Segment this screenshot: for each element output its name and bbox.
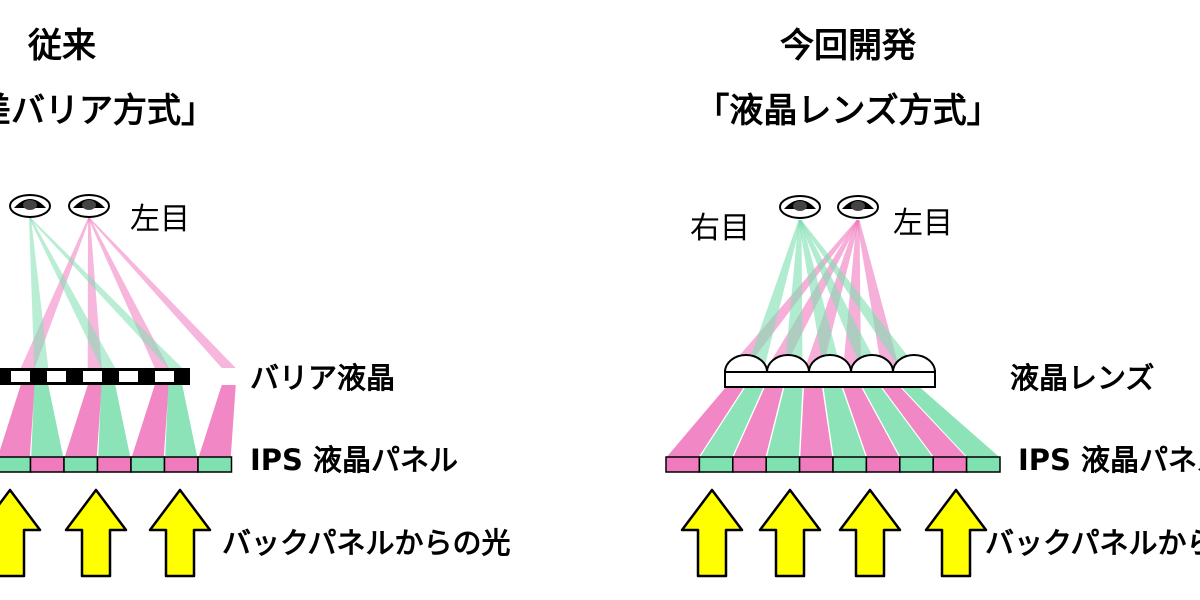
- right-light-label: バックパネルからの光: [985, 526, 1200, 560]
- lens-label: 液晶レンズ: [1010, 361, 1154, 395]
- right-pixel: [932, 456, 968, 473]
- lower-beam: [98, 385, 131, 457]
- lower-beam: [0, 385, 35, 457]
- upper-beam: [29, 218, 183, 368]
- lower-beam: [766, 387, 803, 457]
- upper-beam: [784, 220, 803, 371]
- lens-dome: [807, 354, 853, 373]
- right-pixel: [698, 456, 734, 473]
- upper-beam: [88, 218, 236, 368]
- right-ips-pixel-row: [665, 456, 1001, 473]
- lower-beam: [733, 387, 783, 457]
- right-backlight-arrows: [680, 488, 988, 578]
- right-panel: 今回開発 「液晶レンズ方式」 右目 左目 液晶レンズ IPS 液晶パネル バック…: [665, 26, 1200, 578]
- left-pixel: [29, 456, 65, 473]
- lower-beam: [131, 385, 169, 457]
- right-ips-label: IPS 液晶パネル: [1018, 443, 1200, 477]
- right-pixel: [865, 456, 901, 473]
- barrier-slit: [119, 371, 138, 382]
- left-eye-label: 左目: [130, 202, 190, 237]
- right-eye-label-right: 右目: [690, 211, 750, 246]
- right-pixel: [798, 456, 834, 473]
- backlight-arrow: [680, 488, 744, 578]
- right-title-line1: 今回開発: [780, 26, 917, 66]
- barrier-slit: [83, 371, 102, 382]
- left-pixel: [163, 456, 199, 473]
- upper-beam: [88, 218, 169, 368]
- lower-beam: [901, 387, 1000, 457]
- lower-beam: [862, 387, 933, 457]
- right-eye-label-left: 左目: [893, 206, 953, 241]
- lower-beam: [823, 387, 866, 457]
- upper-beam: [798, 220, 881, 371]
- left-light-beams: [0, 218, 236, 457]
- backlight-arrow: [148, 488, 212, 578]
- lower-beam: [64, 385, 102, 457]
- right-left-eye-icon: [837, 195, 879, 219]
- barrier-slit: [11, 371, 30, 382]
- upper-beam: [29, 218, 116, 368]
- left-ips-label: IPS 液晶パネル: [250, 443, 458, 477]
- right-right-eye-icon: [779, 195, 821, 219]
- right-pixel: [899, 456, 934, 473]
- backlight-arrow: [838, 488, 902, 578]
- lower-beam: [843, 387, 900, 457]
- barrier-liquid-crystal: [0, 368, 190, 385]
- lower-beam: [165, 385, 198, 457]
- lower-beam: [666, 387, 744, 457]
- lens-domes: [723, 354, 937, 373]
- left-pixel: [130, 456, 166, 473]
- lower-beam: [198, 385, 236, 457]
- upper-beam: [745, 220, 802, 371]
- right-pixel: [965, 456, 1001, 473]
- lens-dome: [723, 354, 769, 373]
- right-pixel: [832, 456, 868, 473]
- barrier-label: バリア液晶: [250, 361, 395, 395]
- backlight-arrow: [64, 488, 128, 578]
- barrier-slit: [47, 371, 66, 382]
- left-title-line2: 「視差バリア方式」: [0, 91, 215, 131]
- right-pixel: [665, 456, 701, 473]
- left-right-eye-icon: [9, 194, 51, 218]
- upper-beam: [798, 220, 920, 371]
- upper-beam: [29, 218, 49, 368]
- backlight-arrow: [0, 488, 42, 578]
- left-light-label: バックパネルからの光: [222, 526, 511, 560]
- backlight-arrow: [924, 488, 988, 578]
- liquid-crystal-lens: [723, 354, 937, 388]
- lens-base: [724, 370, 936, 388]
- barrier-slit: [155, 371, 174, 382]
- right-title-line2: 「液晶レンズ方式」: [695, 91, 1000, 131]
- lower-beam: [700, 387, 764, 457]
- lens-dome: [765, 354, 811, 373]
- right-pixel: [765, 456, 801, 473]
- left-pixel: [63, 456, 99, 473]
- left-ips-pixel-row: [0, 456, 233, 473]
- right-light-beams: [666, 220, 1000, 457]
- left-panel: 従来 「視差バリア方式」 左目 バリア液晶 IPS 液晶パネル バックパネルから…: [0, 26, 511, 578]
- left-pixel: [197, 456, 233, 473]
- lower-beam: [882, 387, 966, 457]
- left-backlight-arrows: [0, 488, 212, 578]
- left-pixel: [96, 456, 132, 473]
- left-title-line1: 従来: [27, 26, 96, 66]
- lens-dome: [849, 354, 895, 373]
- lower-beam: [31, 385, 64, 457]
- barrier-slits: [11, 371, 174, 382]
- lower-beam: [800, 387, 833, 457]
- left-pixel: [0, 456, 32, 473]
- upper-beam: [798, 220, 842, 371]
- backlight-arrow: [758, 488, 822, 578]
- right-pixel: [732, 456, 767, 473]
- left-left-eye-icon: [68, 194, 110, 218]
- lens-dome: [891, 354, 937, 373]
